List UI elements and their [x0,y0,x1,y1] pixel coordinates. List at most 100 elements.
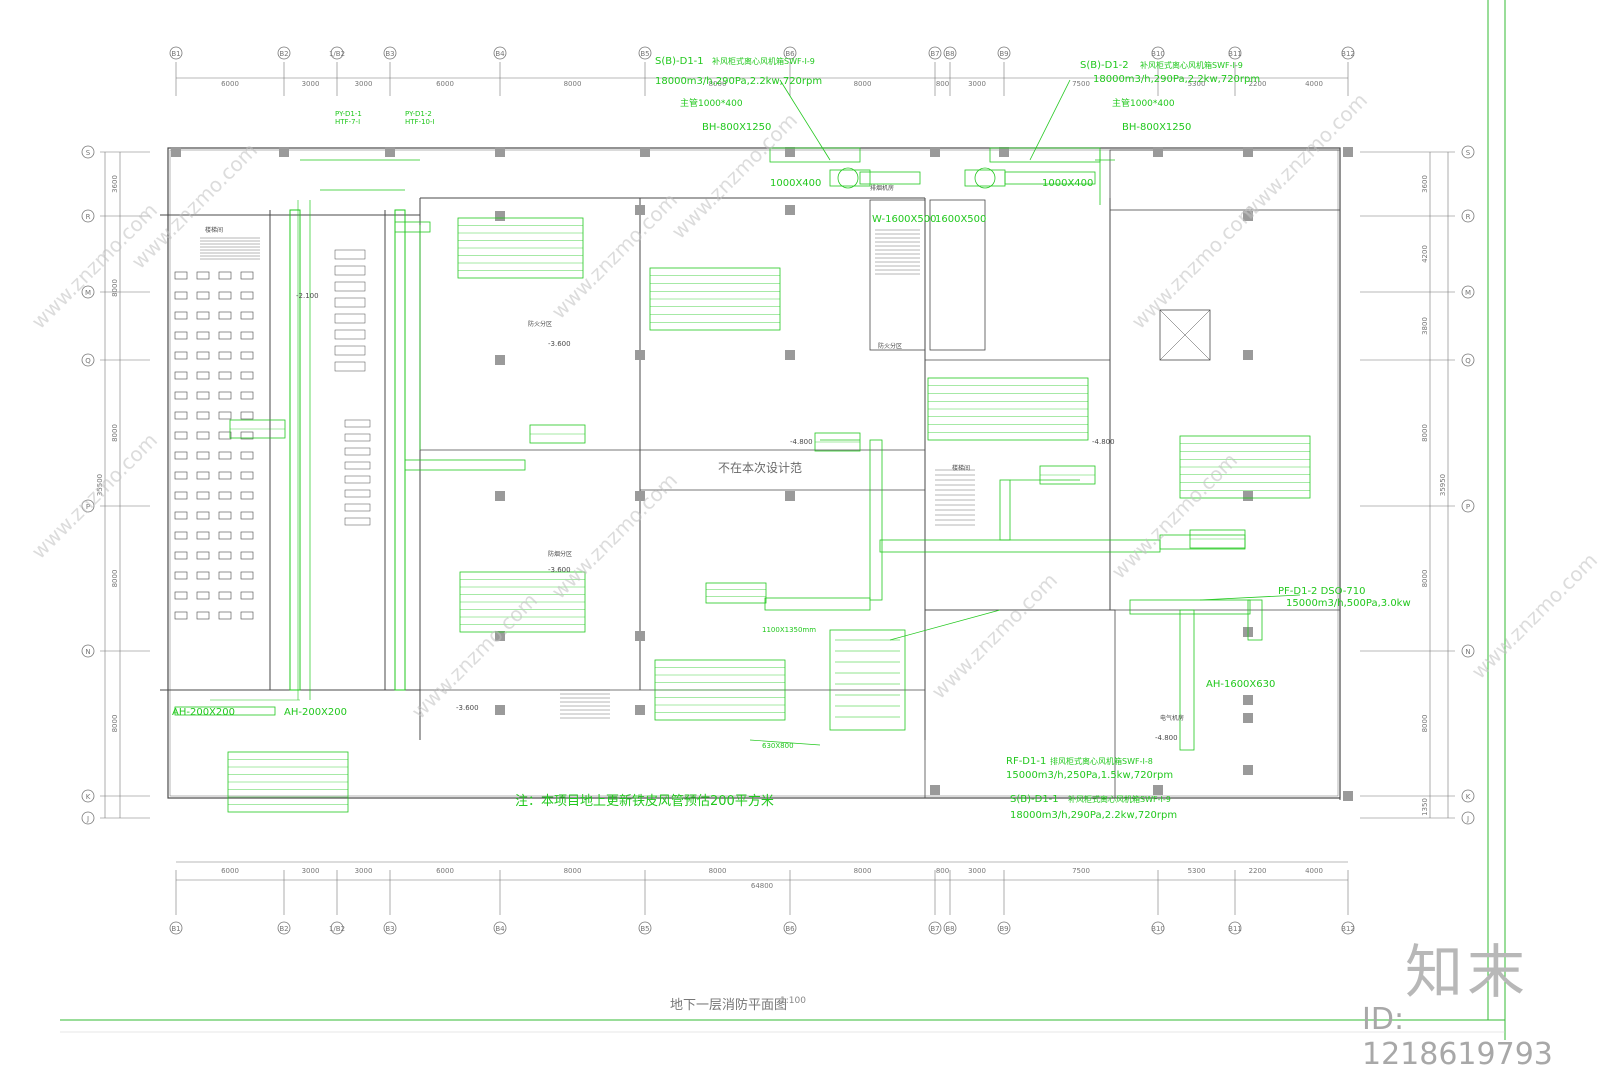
grid-col-bottom-0-label: B1 [171,925,180,933]
seat [240,511,254,520]
grid-col-top-3-bubble [383,46,397,60]
grid-row-left-6-bubble [81,789,95,803]
equip-sb-d1-2-desc: 补风柜式离心风机箱SWF-I-9 [1140,60,1243,70]
fixture [344,489,371,498]
seat [240,611,254,620]
grid-col-bottom-12-label: B12 [1341,925,1355,933]
dim-bottom-12: 4000 [1305,867,1323,875]
grid-row-left-3-bubble [81,353,95,367]
equip-sb-d1-1b-desc: 补风柜式离心风机箱SWF-I-9 [1068,794,1171,804]
grid-col-bottom-7-label: B7 [930,925,939,933]
drawing-note: 注：本项目地上更新铁皮风管预估200平方米 [515,793,774,809]
grid-col-bottom-12-bubble [1341,921,1355,935]
fixture [344,447,371,456]
grid-row-right-5-bubble [1461,644,1475,658]
seat [196,431,210,440]
structural-column [1153,785,1163,795]
dim-right-4: 8000 [1421,570,1429,588]
dim-total-width: 64800 [751,882,773,890]
seat [240,391,254,400]
grid-col-bottom-2-bubble [330,921,344,935]
grid-row-left-7-label: J [86,815,89,823]
structural-column [640,147,650,157]
seat [240,571,254,580]
seat [218,531,232,540]
grid-col-bottom-11-bubble [1228,921,1242,935]
dim-right-6: 1350 [1421,798,1429,816]
structural-column [635,350,645,360]
seat [196,371,210,380]
grid-col-top-11-label: B11 [1228,50,1242,58]
fixture [334,281,366,292]
seat [218,571,232,580]
grid-col-bottom-4-label: B4 [495,925,505,933]
equip-pf-d1-2-label: PF-D1-2 DSO-710 [1278,586,1366,597]
room-label-stair1: 楼梯间 [205,226,223,234]
grid-col-top-3-label: B3 [385,50,394,58]
grid-row-left-2-label: M [85,289,91,297]
seat [218,591,232,600]
dim-bottom-2: 3000 [355,867,373,875]
grid-row-right-2-bubble [1461,285,1475,299]
dim-bottom-0: 6000 [221,867,239,875]
dim-left-2: 8000 [111,424,119,442]
seat [240,451,254,460]
structural-column [171,147,181,157]
grid-col-top-4-bubble [493,46,507,60]
duct-riser-mid [394,209,406,691]
grid-col-bottom-10-label: B10 [1151,925,1165,933]
structural-column [930,785,940,795]
duct-pf-right [1247,599,1263,641]
dim-top-12: 4000 [1305,80,1323,88]
structural-column [785,491,795,501]
seat [240,371,254,380]
duct-bh1-label: BH-800X1250 [702,122,771,133]
seat [218,351,232,360]
grid-col-top-10-bubble [1151,46,1165,60]
grid-col-top-7-bubble [928,46,942,60]
seat [218,471,232,480]
grid-col-bottom-1-label: B2 [279,925,288,933]
dim-top-11: 2200 [1249,80,1267,88]
grid-col-bottom-5-label: B5 [640,925,649,933]
seat [174,311,188,320]
fan-1-icon [837,167,859,189]
structural-column [999,147,1009,157]
seat [240,531,254,540]
dim-bottom-5: 8000 [709,867,727,875]
dim-bottom-6: 8000 [854,867,872,875]
seat [218,511,232,520]
seat [174,431,188,440]
structural-column [635,491,645,501]
duct-central-branch [999,479,1011,541]
dim-right-1: 4200 [1421,245,1429,263]
equip-rf-d1-1-label: RF-D1-1 [1006,756,1046,767]
equip-sb-d1-1-desc: 补风柜式离心风机箱SWF-I-9 [712,56,815,66]
duct-bh2-label: BH-800X1250 [1122,122,1191,133]
seat [240,311,254,320]
seat [196,511,210,520]
seat [240,551,254,560]
grid-col-top-6-bubble [783,46,797,60]
grid-col-top-0-label: B1 [171,50,180,58]
dim-top-2: 3000 [355,80,373,88]
grid-col-bottom-3-label: B3 [385,925,394,933]
elevator-x2 [1159,309,1211,361]
grid-row-left-4-label: P [86,503,90,511]
seat [218,491,232,500]
seat [240,431,254,440]
seat [240,331,254,340]
duct-central-h [879,539,1161,553]
structural-column [279,147,289,157]
grid-col-bottom-11-label: B11 [1228,925,1242,933]
grid-col-top-11-bubble [1228,46,1242,60]
grid-row-left-5-label: N [85,648,90,656]
dim-top-3: 6000 [436,80,454,88]
dim-left-0: 3600 [111,175,119,193]
structural-column [385,147,395,157]
building-inner-wall [169,149,1339,797]
fixture [344,475,371,484]
grid-row-left-3-label: Q [85,357,91,365]
dim-right-0: 3600 [1421,175,1429,193]
grid-row-right-7-bubble [1461,811,1475,825]
